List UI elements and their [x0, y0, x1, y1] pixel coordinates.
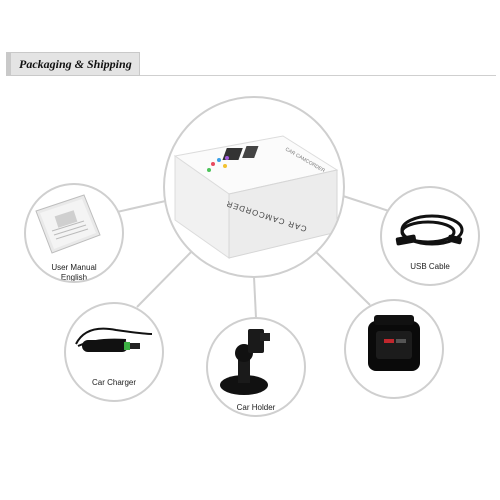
car-charger-image — [75, 327, 153, 352]
manual-label: User Manual English — [26, 263, 122, 282]
user-manual-circle: User Manual English — [24, 183, 124, 283]
section-banner: Packaging & Shipping — [6, 52, 140, 76]
usb-cable-image — [395, 214, 464, 246]
car-holder-label: Car Holder — [236, 403, 276, 412]
dash-camera-circle — [344, 299, 444, 399]
packaging-box-circle: CAR CAMCORDER CAR CAMCORDER — [163, 96, 345, 278]
car-holder-image — [220, 329, 270, 395]
car-charger-label: Car Charger — [91, 378, 136, 387]
usb-cable-label: USB Cable — [410, 262, 450, 271]
section-title: Packaging & Shipping — [19, 57, 132, 71]
manual-label-line1: User Manual — [51, 263, 97, 272]
banner-underline — [140, 75, 496, 76]
car-charger-circle: Car Charger — [64, 302, 164, 402]
manual-label-line2: English — [60, 273, 88, 282]
dash-camera-image — [368, 315, 420, 371]
car-holder-circle: Car Holder — [206, 317, 306, 417]
usb-cable-circle: USB Cable — [380, 186, 480, 286]
manual-image — [35, 194, 101, 254]
retail-box-image: CAR CAMCORDER CAR CAMCORDER — [173, 135, 339, 259]
